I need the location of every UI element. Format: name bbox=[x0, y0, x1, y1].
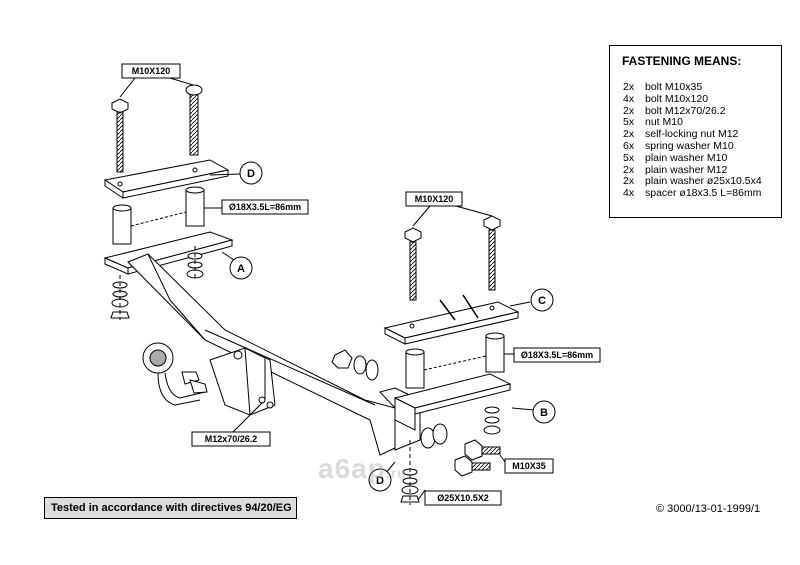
label-box-spacer-right bbox=[513, 347, 601, 363]
item-desc: plain washer M10 bbox=[645, 151, 728, 164]
item-desc: self-locking nut M12 bbox=[645, 128, 739, 141]
label-ball-bolt: M12x70/26.2 bbox=[205, 434, 258, 444]
callout-b-circle bbox=[532, 400, 556, 424]
test-compliance-note: Tested in accordance with directives 94/… bbox=[44, 497, 297, 519]
item-qty: 5x bbox=[623, 151, 635, 164]
item-qty: 5x bbox=[623, 116, 635, 129]
item-qty: 2x bbox=[623, 81, 635, 93]
left-mounting-assembly bbox=[103, 63, 309, 320]
label-box-bolt-left bbox=[121, 63, 181, 79]
callout-d-top-circle bbox=[239, 161, 263, 185]
bolt-m10x120-left-1 bbox=[111, 98, 129, 173]
item-desc: bolt M10x120 bbox=[645, 92, 709, 105]
watermark-suffix: .ru bbox=[385, 465, 407, 481]
spacer-left-2 bbox=[185, 186, 205, 227]
label-box-spacer-left bbox=[221, 199, 309, 215]
item-qty: 4x bbox=[623, 187, 635, 200]
bolt-m10x120-left-2 bbox=[185, 84, 203, 156]
item-desc: nut M10 bbox=[645, 116, 683, 129]
callout-d-bottom-circle bbox=[368, 468, 392, 492]
clamp-plate-left bbox=[103, 159, 230, 199]
list-item: 5x plain washer M10 bbox=[623, 151, 762, 165]
label-spacer-right: Ø18X3.5L=86mm bbox=[521, 350, 593, 360]
fastening-means-title: FASTENING MEANS: bbox=[622, 54, 742, 68]
label-washer-large: Ø25X10.5X2 bbox=[437, 493, 489, 503]
list-item: 2x bolt M12x70/26.2 bbox=[623, 104, 762, 118]
list-item: 4x spacer ø18x3.5 L=86mm bbox=[623, 187, 762, 200]
item-desc: bolt M12x70/26.2 bbox=[645, 104, 726, 117]
list-item: 2x plain washer M12 bbox=[623, 163, 762, 177]
label-box-ball-bolt bbox=[191, 431, 271, 447]
item-qty: 2x bbox=[623, 104, 635, 117]
list-item: 4x bolt M10x120 bbox=[623, 92, 762, 106]
fastening-means-list: 2x bolt M10x35 4x bolt M10x120 2x bolt M12x… bbox=[623, 81, 762, 200]
washer-stack-left-1 bbox=[110, 281, 130, 319]
watermark: a6ap.ru bbox=[318, 453, 407, 485]
right-mounting-assembly bbox=[331, 191, 601, 506]
bolt-m10x120-right-1 bbox=[404, 227, 422, 301]
callout-c-label: C bbox=[538, 295, 546, 307]
list-item: 5x nut M10 bbox=[623, 117, 762, 129]
label-box-bolt-right bbox=[405, 191, 463, 207]
item-qty: 2x bbox=[623, 175, 635, 188]
item-desc: spacer ø18x3.5 L=86mm bbox=[645, 187, 762, 200]
list-item: 2x plain washer ø25x10.5x4 bbox=[623, 176, 762, 188]
item-qty: 4x bbox=[623, 92, 635, 105]
bolt-m10x120-right-2 bbox=[483, 215, 501, 291]
spacer-right-1 bbox=[405, 348, 425, 389]
item-qty: 6x bbox=[623, 139, 635, 152]
callout-b-label: B bbox=[540, 407, 548, 419]
large-washers bbox=[420, 423, 448, 449]
label-spacer-left: Ø18X3.5L=86mm bbox=[229, 202, 301, 212]
callout-c-circle bbox=[530, 288, 554, 312]
item-desc: plain washer M12 bbox=[645, 163, 728, 176]
item-desc: spring washer M10 bbox=[645, 139, 734, 152]
leader-ball-bolt bbox=[231, 414, 251, 434]
bolt-m10x35-2 bbox=[454, 455, 491, 477]
list-item: 2x bolt M10x35 bbox=[623, 81, 762, 94]
item-desc: plain washer ø25x10.5x4 bbox=[645, 175, 762, 188]
item-desc: bolt M10x35 bbox=[645, 81, 703, 93]
spacer-right-2 bbox=[485, 332, 505, 373]
item-qty: 2x bbox=[623, 128, 635, 141]
label-bolt-right: M10X120 bbox=[415, 194, 454, 204]
label-box-bolt-short bbox=[504, 458, 554, 474]
label-box-washer-large bbox=[424, 490, 502, 506]
list-item: 6x spring washer M10 bbox=[623, 139, 762, 153]
spacer-left-1 bbox=[112, 204, 132, 245]
list-item: 2x self-locking nut M12 bbox=[623, 128, 762, 141]
mounting-bracket-right bbox=[393, 373, 512, 431]
clamp-plate-right bbox=[383, 301, 520, 345]
label-bolt-left: M10X120 bbox=[132, 66, 171, 76]
fastening-means-panel: FASTENING MEANS: 2x bolt M10x35 4x bolt M1… bbox=[609, 45, 782, 218]
label-bolt-short: M10X35 bbox=[512, 461, 546, 471]
callout-a-label: A bbox=[237, 263, 245, 275]
side-nut-washers bbox=[331, 349, 379, 381]
watermark-main: a6ap bbox=[318, 453, 386, 484]
bolt-m10x35-1 bbox=[464, 439, 501, 461]
item-qty: 2x bbox=[623, 163, 635, 176]
callout-a-circle bbox=[229, 256, 253, 280]
copyright-text: © 3000/13-01-1999/1 bbox=[656, 503, 761, 515]
callout-d-bottom-label: D bbox=[376, 475, 384, 487]
tow-ball-assembly bbox=[142, 342, 276, 417]
washer-stack-right bbox=[483, 406, 501, 435]
callout-d-top-label: D bbox=[247, 168, 255, 180]
